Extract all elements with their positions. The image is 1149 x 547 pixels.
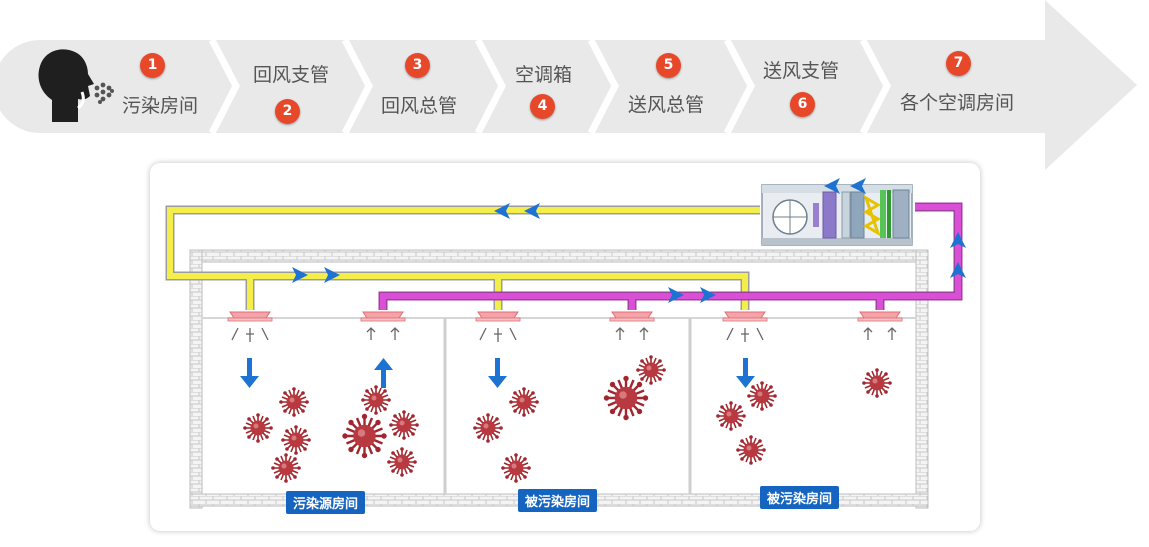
step-5-badge: 5 — [656, 53, 681, 78]
step-6-label: 送风支管 — [763, 60, 840, 82]
building-walls — [189, 249, 929, 509]
step-1-badge: 1 — [140, 53, 165, 78]
step-5-label: 送风总管 — [628, 94, 705, 116]
step-7-badge: 7 — [946, 51, 971, 76]
step-1-label: 污染房间 — [122, 95, 199, 117]
ahu-fan-icon — [772, 199, 808, 235]
step-2-label: 回风支管 — [253, 64, 330, 86]
step-4-label: 空调箱 — [515, 64, 573, 86]
room-airflow-arrows — [240, 358, 755, 388]
room-label-polluted-2: 被污染房间 — [760, 486, 840, 509]
air-diffuser-icon — [227, 311, 903, 322]
step-3-badge: 3 — [405, 53, 430, 78]
room-label-source: 污染源房间 — [286, 491, 366, 514]
step-7-label: 各个空调房间 — [900, 92, 1015, 114]
room-label-polluted-1: 被污染房间 — [518, 489, 598, 512]
step-6-badge: 6 — [790, 92, 815, 117]
supply-air-duct — [378, 202, 963, 310]
step-4-badge: 4 — [530, 94, 555, 119]
virus-icon — [242, 354, 893, 484]
flow-banner-cap — [0, 40, 40, 133]
diffuser-airflow-marks — [231, 327, 897, 342]
flow-chevrons — [208, 38, 891, 135]
step-3-label: 回风总管 — [381, 95, 458, 117]
air-handling-unit — [761, 184, 913, 246]
step-2-badge: 2 — [275, 99, 300, 124]
person-coughing-icon — [38, 49, 114, 122]
